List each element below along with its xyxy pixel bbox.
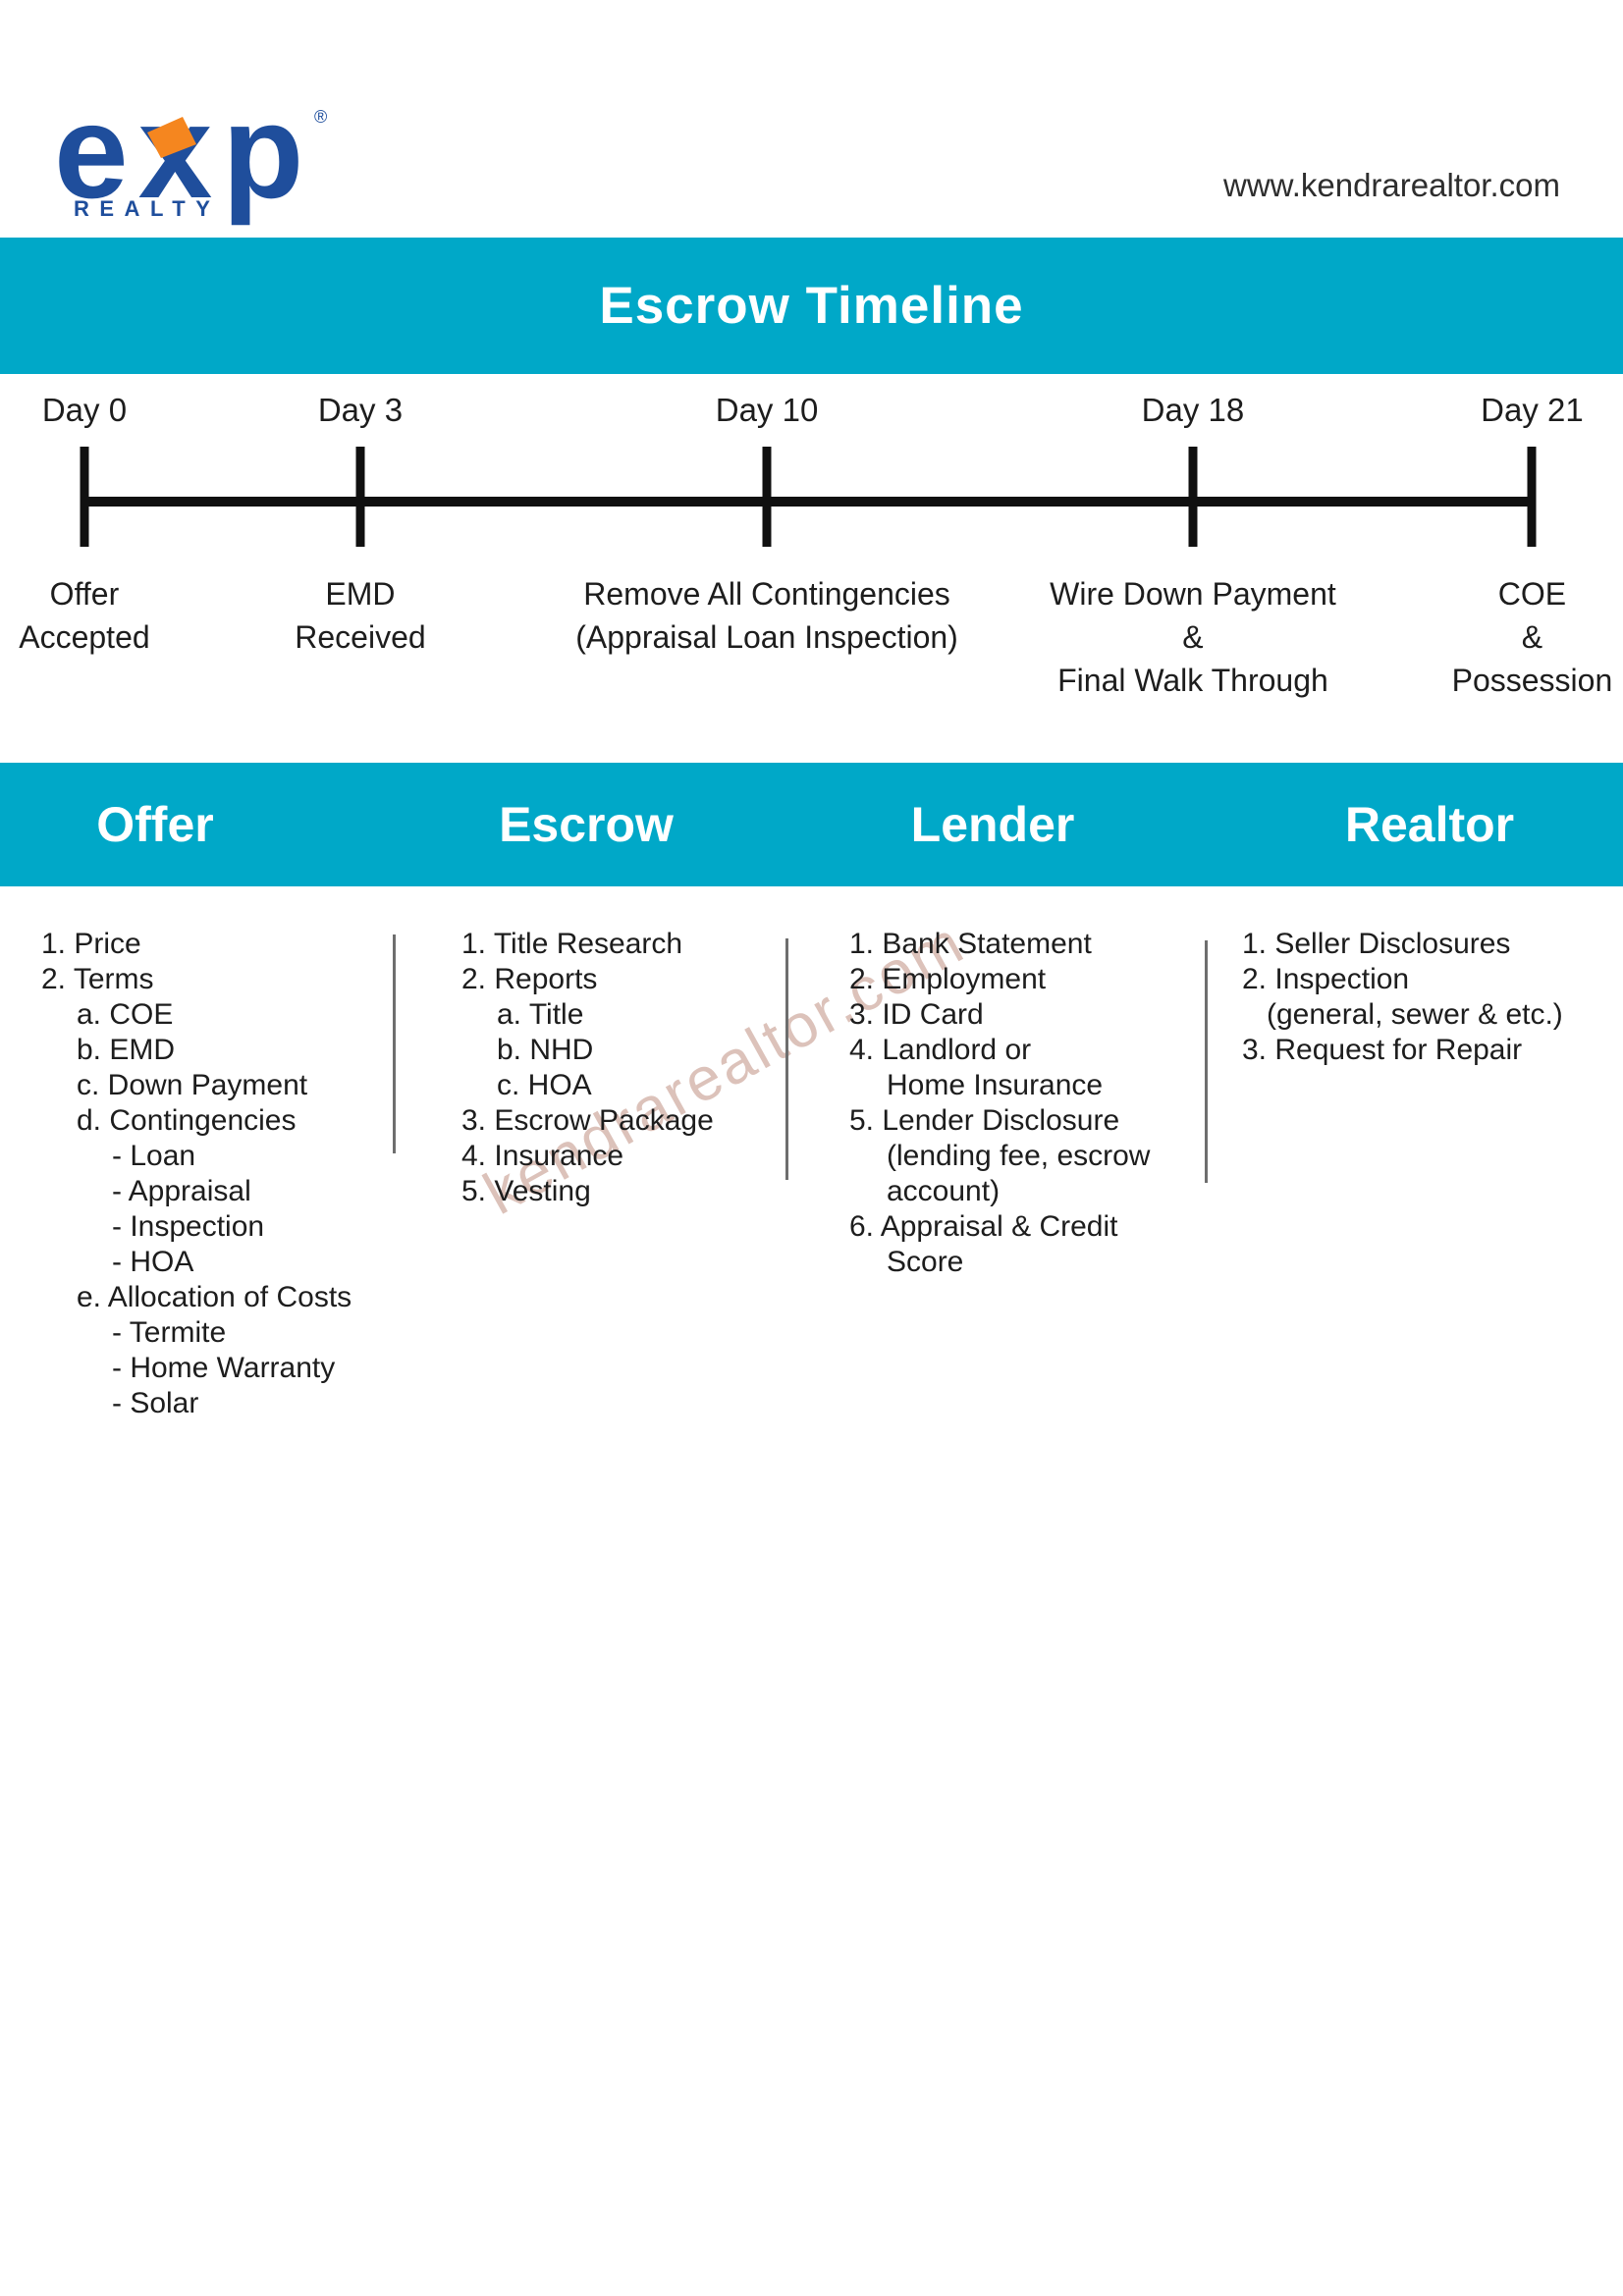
timeline-tick-mark xyxy=(1527,447,1537,547)
section-header-offer: Offer xyxy=(96,797,214,852)
list-line: 1. Price xyxy=(41,928,141,960)
timeline-point: Day 21 COE & Possession xyxy=(1276,374,1623,761)
timeline-day-label: Day 10 xyxy=(715,392,819,428)
list-line: b. EMD xyxy=(77,1034,176,1066)
timeline-event-line: Received xyxy=(295,619,426,655)
timeline-day-label: Day 0 xyxy=(41,392,128,428)
list-line: Home Insurance xyxy=(887,1069,1104,1101)
timeline-point: Day 3 EMD Received xyxy=(105,374,616,761)
column-divider xyxy=(785,938,788,1180)
timeline-event-line: Offer xyxy=(49,576,120,612)
list-line: 3. ID Card xyxy=(849,998,984,1031)
list-line: d. Contingencies xyxy=(77,1104,297,1137)
section-header-escrow: Escrow xyxy=(499,797,674,852)
logo-orange-accent-icon xyxy=(147,117,196,158)
timeline-tick-mark xyxy=(762,447,772,547)
list-line: - Termite xyxy=(112,1316,227,1349)
logo-sub-text: REALTY xyxy=(74,196,220,221)
list-line: - Inspection xyxy=(112,1210,265,1243)
section-header-lender: Lender xyxy=(910,797,1075,852)
timeline-point: Day 18 Wire Down Payment & Final Walk Throu… xyxy=(938,374,1448,761)
list-line: Score xyxy=(887,1246,964,1278)
list-line: - Loan xyxy=(112,1140,196,1172)
list-line: 4. Insurance xyxy=(461,1140,624,1172)
list-line: 3. Request for Repair xyxy=(1242,1034,1523,1066)
list-line: 5. Lender Disclosure xyxy=(849,1104,1120,1137)
list-line: 2. Employment xyxy=(849,963,1047,995)
list-line: a. COE xyxy=(77,998,174,1031)
timeline-event-line: Remove All Contingencies xyxy=(583,576,950,612)
timeline-event-line: Wire Down Payment xyxy=(1050,576,1336,612)
list-line: 1. Seller Disclosures xyxy=(1242,928,1511,960)
list-line: c. Down Payment xyxy=(77,1069,308,1101)
list-line: 2. Reports xyxy=(461,963,598,995)
timeline-axis-line xyxy=(84,497,1534,507)
timeline-event-line: & xyxy=(1521,619,1543,655)
timeline-event-line: EMD xyxy=(325,576,396,612)
list-line: 6. Appraisal & Credit xyxy=(849,1210,1118,1243)
timeline-event-line: Accepted xyxy=(19,619,150,655)
timeline-event-label: Remove All Contingencies (Appraisal Loan … xyxy=(512,572,1022,659)
timeline-event-line: (Appraisal Loan Inspection) xyxy=(575,619,958,655)
timeline-tick-mark xyxy=(355,447,365,547)
timeline-event-label: COE & Possession xyxy=(1276,572,1623,702)
section-header-banner: Offer Escrow Lender Realtor xyxy=(0,763,1623,886)
list-line: a. Title xyxy=(497,998,584,1031)
list-line: 1. Title Research xyxy=(461,928,683,960)
list-line: 2. Inspection xyxy=(1242,963,1410,995)
list-line: e. Allocation of Costs xyxy=(77,1281,352,1313)
timeline-event-line: COE xyxy=(1497,576,1567,612)
section-header-realtor: Realtor xyxy=(1344,797,1515,852)
timeline-event-label: Wire Down Payment & Final Walk Through xyxy=(938,572,1448,702)
timeline-tick-mark xyxy=(80,447,89,547)
list-line: (general, sewer & etc.) xyxy=(1267,998,1563,1031)
list-line: 4. Landlord or xyxy=(849,1034,1032,1066)
list-line: - HOA xyxy=(112,1246,194,1278)
timeline-event-line: & xyxy=(1182,619,1204,655)
list-line: account) xyxy=(887,1175,1001,1207)
list-line: (lending fee, escrow xyxy=(887,1140,1151,1172)
list-line: b. NHD xyxy=(497,1034,594,1066)
timeline-event-label: EMD Received xyxy=(105,572,616,659)
list-line: - Appraisal xyxy=(112,1175,251,1207)
title-banner: Escrow Timeline xyxy=(0,238,1623,374)
timeline-day-label: Day 3 xyxy=(317,392,404,428)
timeline-tick-mark xyxy=(1188,447,1198,547)
list-line: 3. Escrow Package xyxy=(461,1104,714,1137)
timeline-event-line: Possession xyxy=(1451,663,1613,698)
list-line: 5. Vesting xyxy=(461,1175,591,1207)
timeline-event-line: Final Walk Through xyxy=(1057,663,1328,698)
logo-registered-mark: ® xyxy=(314,107,327,127)
page-title: Escrow Timeline xyxy=(599,277,1024,335)
timeline-day-label: Day 18 xyxy=(1141,392,1245,428)
list-line: 2. Terms xyxy=(41,963,154,995)
list-line: 1. Bank Statement xyxy=(849,928,1092,960)
website-url: www.kendrarealtor.com xyxy=(1223,167,1560,203)
timeline-day-label: Day 21 xyxy=(1481,392,1584,428)
timeline-point: Day 10 Remove All Contingencies (Appraisal… xyxy=(512,374,1022,761)
list-line: c. HOA xyxy=(497,1069,592,1101)
list-line: - Home Warranty xyxy=(112,1352,336,1384)
exp-realty-logo: exp ® REALTY xyxy=(59,104,327,226)
column-divider xyxy=(393,934,396,1153)
column-divider xyxy=(1205,940,1208,1183)
list-line: - Solar xyxy=(112,1387,199,1419)
